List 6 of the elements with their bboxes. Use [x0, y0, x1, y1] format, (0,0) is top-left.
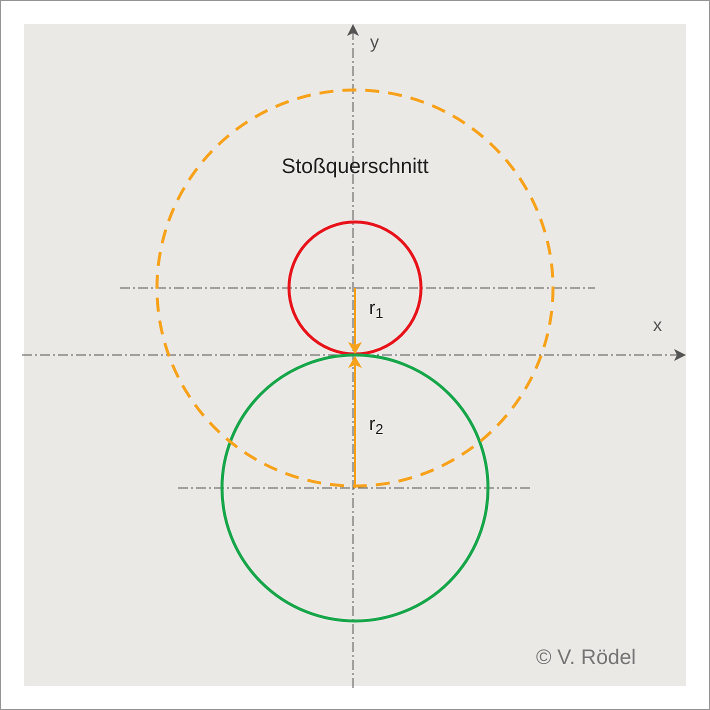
axis-label: x [653, 316, 662, 334]
section-label: Stoßquerschnitt [280, 154, 430, 180]
axis-label: y [370, 33, 379, 51]
radius-label: r$_{2}$ [369, 415, 384, 434]
copyright-note: © V. Rödel [536, 647, 636, 668]
radius-label: r$_{1}$ [369, 299, 384, 318]
